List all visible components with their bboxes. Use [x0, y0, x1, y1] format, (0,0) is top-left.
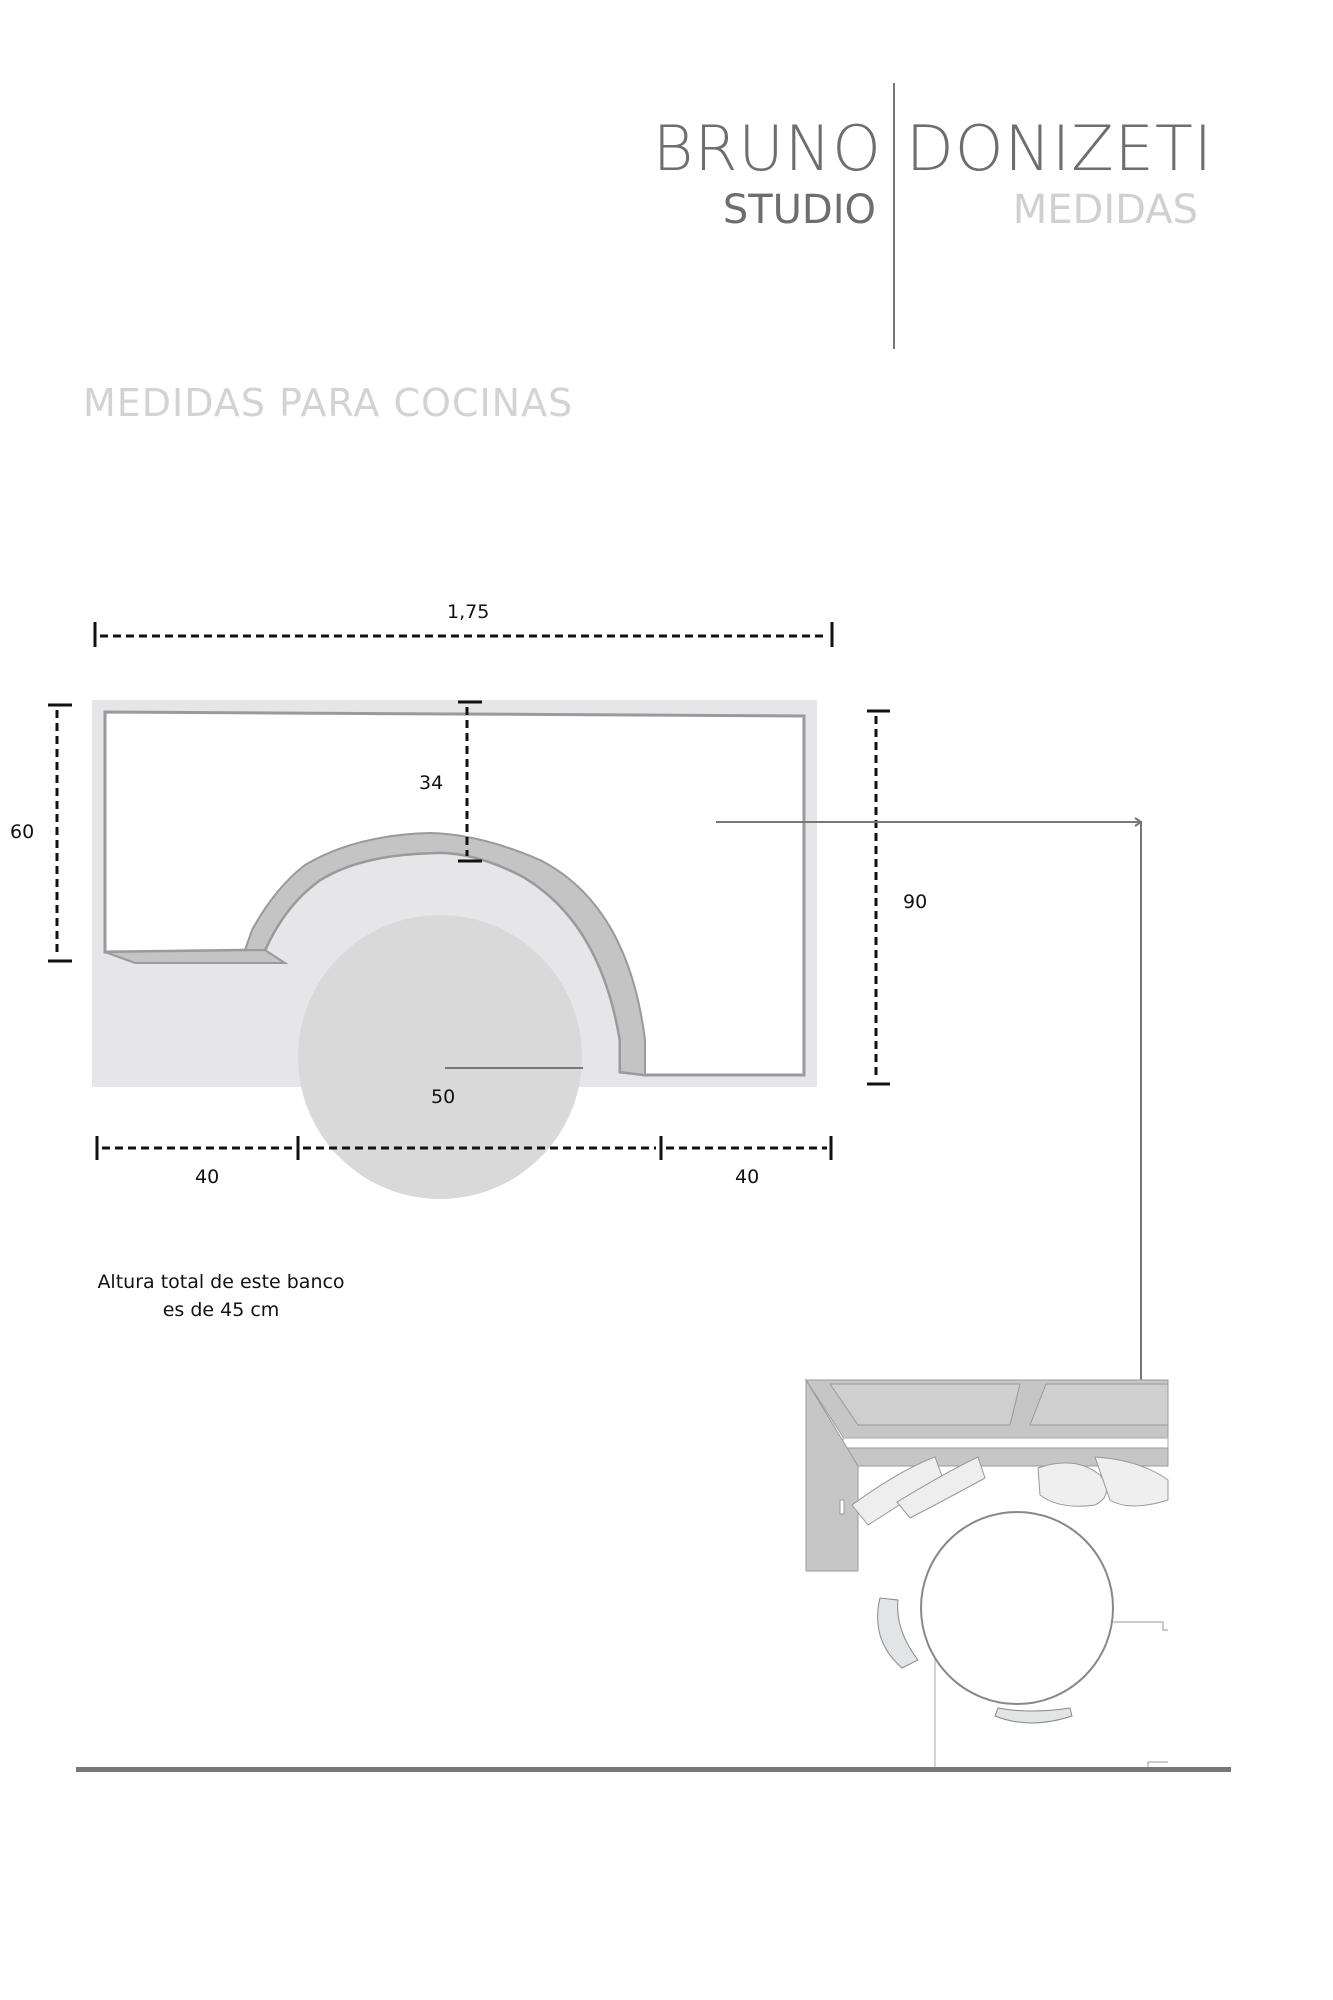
dim-label-arc-depth: 34 [419, 772, 444, 794]
dim-label-left-depth: 60 [10, 821, 35, 843]
bench-left-slab [104, 948, 289, 964]
dim-label-right-depth: 90 [903, 891, 928, 913]
dim-label-right-segment: 40 [735, 1166, 760, 1188]
dim-line-left-depth [48, 703, 72, 963]
kitchen-plan-illustration [805, 1378, 1169, 1770]
bench-height-note: Altura total de este banco es de 45 cm [90, 1268, 352, 1324]
bench-curved-seat [243, 831, 646, 1077]
brand-divider [893, 83, 895, 349]
dim-label-left-segment: 40 [195, 1166, 220, 1188]
brand-name-left: BRUNO [652, 112, 882, 185]
dim-label-table-radius: 50 [431, 1086, 456, 1108]
dim-label-total-width: 1,75 [447, 601, 490, 623]
brand-subtitle-studio: STUDIO [722, 187, 876, 233]
dim-line-total-width [93, 622, 834, 647]
bottom-rule [76, 1767, 1231, 1772]
brand-subtitle-medidas: MEDIDAS [1012, 187, 1198, 233]
dim-line-right-depth [867, 709, 890, 1086]
dim-line-bottom-segments [95, 1136, 833, 1160]
table-circle [298, 915, 582, 1199]
note-line-1: Altura total de este banco [97, 1271, 345, 1293]
dim-line-arc-depth [458, 700, 482, 863]
note-line-2: es de 45 cm [162, 1299, 280, 1321]
brand-name-right: DONIZETI [906, 112, 1214, 185]
page-title: MEDIDAS PARA COCINAS [83, 381, 574, 425]
